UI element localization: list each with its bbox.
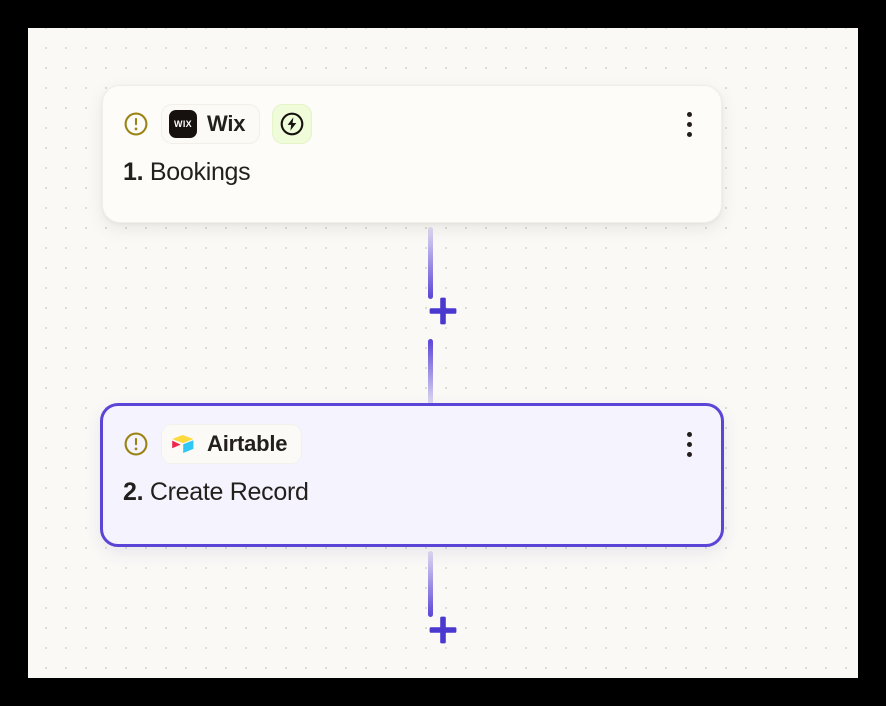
wix-logo-text: WIX bbox=[174, 118, 192, 129]
step-number: 1. bbox=[123, 158, 144, 186]
app-pill-wix[interactable]: WIX Wix bbox=[161, 104, 261, 144]
node-title: 2. Create Record bbox=[123, 480, 701, 505]
step-label: Create Record bbox=[149, 478, 309, 506]
app-name-label: Airtable bbox=[207, 431, 288, 456]
kebab-menu-icon[interactable] bbox=[677, 111, 701, 137]
kebab-dot bbox=[686, 431, 692, 437]
airtable-logo-icon bbox=[172, 435, 194, 453]
add-step-button-1[interactable] bbox=[417, 285, 469, 337]
step-label: Bookings bbox=[149, 158, 251, 186]
node-title: 1. Bookings bbox=[123, 160, 701, 185]
connector-line-lower bbox=[428, 339, 433, 405]
app-pill-airtable[interactable]: Airtable bbox=[161, 424, 303, 464]
connector-line-upper bbox=[428, 551, 433, 617]
connector-action-to-next bbox=[28, 547, 858, 678]
kebab-dot bbox=[686, 441, 692, 447]
node-header: Airtable bbox=[123, 424, 701, 464]
lightning-bolt-icon[interactable] bbox=[272, 104, 313, 144]
step-number: 2. bbox=[123, 478, 144, 506]
workflow-node-action[interactable]: Airtable 2. Create Record bbox=[100, 403, 724, 547]
app-name-label: Wix bbox=[207, 111, 246, 136]
add-step-button-2[interactable] bbox=[417, 604, 469, 656]
kebab-dot bbox=[686, 121, 692, 127]
node-header: WIX Wix bbox=[123, 104, 701, 144]
wix-logo-icon: WIX bbox=[169, 110, 197, 138]
workflow-canvas[interactable]: WIX Wix 1. Bookings bbox=[28, 28, 858, 678]
kebab-menu-icon[interactable] bbox=[677, 431, 701, 457]
warning-circle-icon[interactable] bbox=[123, 431, 149, 457]
connector-line-upper bbox=[428, 227, 433, 299]
connector-trigger-to-action bbox=[28, 223, 858, 405]
kebab-dot bbox=[686, 451, 692, 457]
warning-circle-icon[interactable] bbox=[123, 111, 149, 137]
kebab-dot bbox=[686, 131, 692, 137]
workflow-node-trigger[interactable]: WIX Wix 1. Bookings bbox=[102, 85, 722, 223]
kebab-dot bbox=[686, 111, 692, 117]
